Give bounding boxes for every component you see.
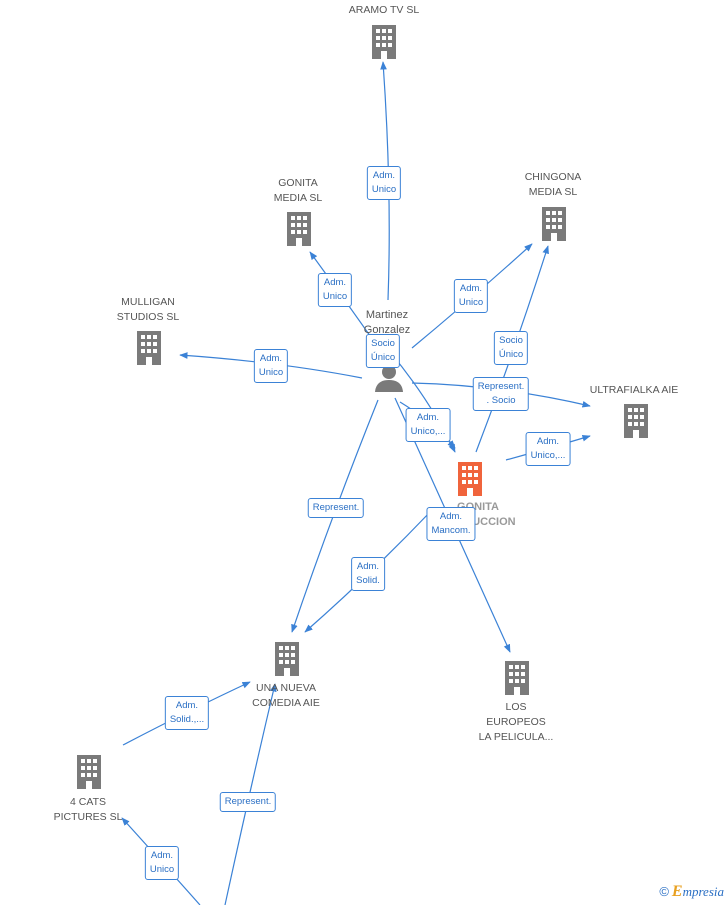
building-icon-una-nueva	[275, 642, 299, 676]
edge-represent-nueva	[291, 399, 379, 633]
building-icon-los-europeos	[505, 661, 529, 695]
edge-label-represent-nueva[interactable]: Represent.	[307, 498, 365, 518]
copyright-symbol: ©	[659, 884, 669, 899]
edge-label-center-ultra[interactable]: Adm.Unico,...	[525, 432, 571, 466]
brand-initial: E	[671, 883, 683, 900]
edges	[121, 61, 591, 905]
edge-label-chingona[interactable]: Adm.Unico	[453, 279, 489, 313]
brand-logo[interactable]: ©Empresia	[659, 883, 724, 901]
edge-label-represent-ultra[interactable]: Represent.. Socio	[472, 377, 530, 411]
edge-label-los-europeos[interactable]: Adm.Mancom.	[426, 507, 476, 541]
node-una-nueva[interactable]: UNA NUEVA COMEDIA AIE	[252, 682, 320, 709]
edge-label-aramo[interactable]: Adm.Unico	[366, 166, 402, 200]
building-icon-gonita-media	[287, 212, 311, 246]
node-chingona[interactable]: CHINGONA MEDIA SL	[524, 171, 582, 198]
building-icon-ultrafialka	[624, 404, 648, 438]
node-person[interactable]: Martinez Gonzalez	[363, 309, 411, 336]
edge-label-adm-center[interactable]: Adm.Unico,...	[405, 408, 451, 442]
person-icon	[375, 365, 403, 392]
brand-name: mpresia	[682, 884, 724, 899]
edge-label-4cats-nueva[interactable]: Adm.Solid.,...	[164, 696, 210, 730]
node-mulligan[interactable]: MULLIGAN STUDIOS SL	[116, 296, 180, 323]
node-los-europeos[interactable]: LOS EUROPEOS LA PELICULA...	[478, 701, 554, 743]
edge-label-gonita-media[interactable]: Adm.Unico	[317, 273, 353, 307]
building-icon-chingona	[542, 207, 566, 241]
node-gonita-media[interactable]: GONITA MEDIA SL	[273, 177, 323, 204]
edge-label-bottom-4cats[interactable]: Adm.Unico	[144, 846, 180, 880]
building-icon-mulligan	[137, 331, 161, 365]
building-icon-aramo	[372, 25, 396, 59]
edge-label-bottom-nueva[interactable]: Represent.	[219, 792, 277, 812]
building-icon-4cats	[77, 755, 101, 789]
edge-label-solid-nueva[interactable]: Adm.Solid.	[351, 557, 385, 591]
node-ultrafialka[interactable]: ULTRAFIALKA AIE	[589, 384, 679, 396]
building-icon-center	[458, 462, 482, 496]
edge-label-mulligan[interactable]: Adm.Unico	[253, 349, 289, 383]
node-4cats[interactable]: 4 CATS PICTURES SL	[53, 796, 123, 823]
node-aramo[interactable]: ARAMO TV SL	[348, 4, 420, 16]
